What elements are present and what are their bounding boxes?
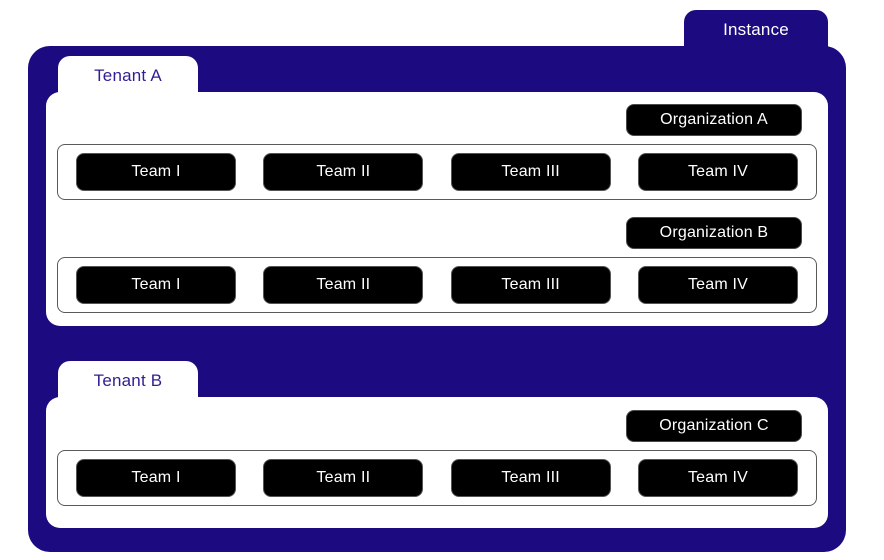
organization-tab-b[interactable]: Organization B [626,217,802,249]
organization-container-a: Team I Team II Team III Team IV [57,144,817,200]
tenant-tab-b-label: Tenant B [93,370,163,390]
team-chip-label: Team II [316,276,371,293]
team-chip[interactable]: Team I [76,153,236,191]
organization-tab-b-label: Organization B [659,224,769,241]
team-chip[interactable]: Team II [263,459,424,497]
team-chip-label: Team II [316,163,371,180]
organization-tab-c-label: Organization C [659,417,769,434]
team-row-org-b: Team I Team II Team III Team IV [76,266,798,304]
team-chip-label: Team III [501,276,560,293]
team-chip[interactable]: Team IV [637,153,798,191]
team-chip[interactable]: Team IV [637,459,798,497]
team-chip-label: Team II [316,469,371,486]
organization-tab-c[interactable]: Organization C [626,410,802,442]
tenant-card-b: Organization C Team I Team II Team III T… [46,397,828,528]
tenant-tab-a[interactable]: Tenant A [58,56,198,94]
team-row-org-a: Team I Team II Team III Team IV [76,153,798,191]
team-chip[interactable]: Team II [263,266,424,304]
team-chip-label: Team IV [687,163,749,180]
tenant-card-a: Organization A Team I Team II Team III T… [46,92,828,326]
organization-tab-a-label: Organization A [660,111,768,128]
team-chip-label: Team III [501,469,560,486]
team-chip[interactable]: Team IV [637,266,798,304]
team-chip[interactable]: Team III [450,459,611,497]
team-chip-label: Team IV [687,469,749,486]
instance-tab-label: Instance [723,19,789,39]
team-row-org-c: Team I Team II Team III Team IV [76,459,798,497]
team-chip-label: Team IV [687,276,749,293]
team-chip[interactable]: Team I [76,459,236,497]
team-chip-label: Team III [501,163,560,180]
organization-container-b: Team I Team II Team III Team IV [57,257,817,313]
tenant-tab-b[interactable]: Tenant B [58,361,198,399]
team-chip[interactable]: Team II [263,153,424,191]
tenant-tab-a-label: Tenant A [94,65,162,85]
team-chip[interactable]: Team I [76,266,236,304]
team-chip-label: Team I [131,163,181,180]
instance-tab[interactable]: Instance [684,10,828,48]
organization-container-c: Team I Team II Team III Team IV [57,450,817,506]
team-chip[interactable]: Team III [450,153,611,191]
team-chip-label: Team I [131,276,181,293]
organization-tab-a[interactable]: Organization A [626,104,802,136]
team-chip-label: Team I [131,469,181,486]
team-chip[interactable]: Team III [450,266,611,304]
